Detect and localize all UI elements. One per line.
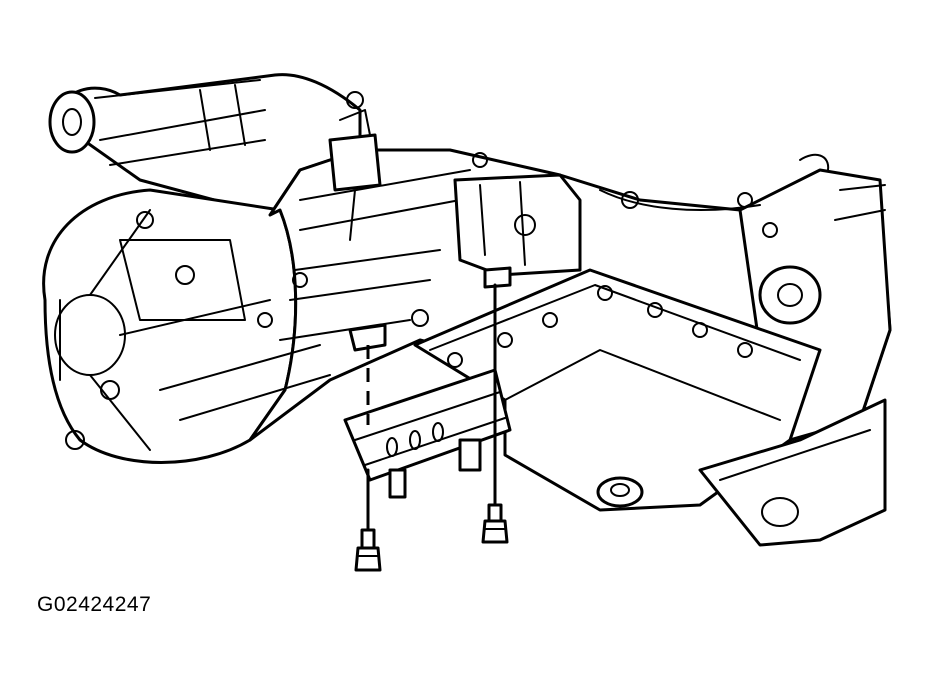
mount-bracket (343, 266, 512, 499)
valve-section (453, 173, 582, 277)
crossmember (698, 398, 887, 547)
figure-id-label: G02424247 (37, 593, 152, 616)
mount-bolt-right (481, 503, 509, 544)
cooler-line-fitting (621, 191, 639, 209)
mount-bolt-left (354, 528, 382, 572)
electrical-connector (328, 91, 382, 241)
cooler-line (599, 189, 761, 211)
extension-housing (48, 73, 362, 217)
transfer-case-plate (42, 188, 298, 464)
